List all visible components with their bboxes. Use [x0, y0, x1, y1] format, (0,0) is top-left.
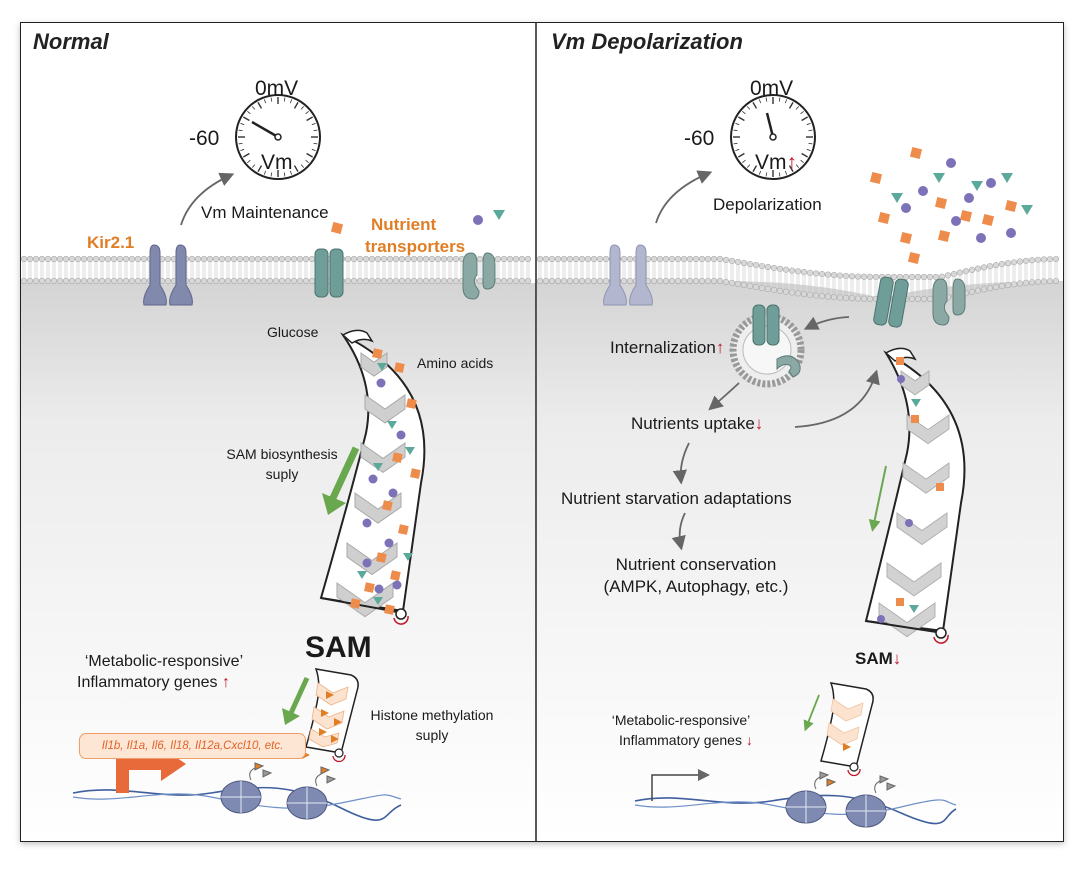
nutrients-uptake-label: Nutrients uptake↓ — [631, 414, 764, 433]
sam-biosynthesis-horn-icon — [319, 329, 426, 625]
metabolic-responsive-label-right: ‘Metabolic-responsive’ — [611, 712, 751, 728]
nucleosome-right-2-icon — [845, 794, 887, 828]
sam-biosynthesis-arrow — [329, 446, 360, 500]
gauge-neg-label-right: -60 — [684, 127, 715, 150]
gauge-vm-label-left: Vm — [261, 151, 293, 174]
histone-arrow-right — [803, 694, 820, 732]
gauge-vm-label-right: Vm↑ — [755, 151, 798, 174]
nutrient-starvation-label: Nutrient starvation adaptations — [561, 489, 792, 508]
horn-molecules-left — [350, 348, 421, 615]
panel-title-depolarization: Vm Depolarization — [551, 29, 743, 54]
transporter-right-2-icon — [932, 278, 966, 326]
inflammatory-genes-label-left: Inflammatory genes ↑ — [77, 674, 230, 691]
glucose-label: Glucose — [267, 324, 319, 340]
dna-strand-left — [72, 786, 402, 821]
histone-arrowhead-left — [282, 708, 300, 725]
gauge-zero-label-left: 0mV — [255, 77, 299, 100]
decrease-arrow-icon: ↓ — [754, 414, 764, 433]
kir21-label: Kir2.1 — [87, 233, 135, 252]
gauge-neg-label-left: -60 — [189, 127, 220, 150]
arrow-to-starvation — [672, 442, 690, 485]
histone-tails-right-icon — [814, 771, 897, 794]
arrow-to-gauge-right — [655, 170, 713, 224]
horn-molecules-right — [877, 357, 944, 623]
nutrient-conservation-label-2: (AMPK, Autophagy, etc.) — [603, 577, 789, 596]
nucleosome-right-1-icon — [785, 790, 827, 824]
histone-methylation-label-1: Histone methylation — [370, 707, 494, 723]
nucleosome-left-2-icon — [286, 786, 328, 820]
nutrient-transporter-2-icon — [462, 252, 496, 300]
transcription-arrow-right-icon — [651, 769, 710, 801]
arrow-to-uptake — [708, 382, 740, 411]
sam-label-left: SAM — [305, 631, 372, 664]
inflammatory-genes-label-right: Inflammatory genes ↓ — [619, 732, 753, 748]
figure-frame: Normal 0mV -60 Vm Vm Maintenance Kir2.1 … — [20, 22, 1064, 842]
sam-biosynthesis-arrow-right — [868, 465, 887, 532]
decrease-arrow-icon: ↓ — [745, 732, 753, 748]
vm-maintenance-label: Vm Maintenance — [201, 203, 329, 222]
sam-label-right: SAM↓ — [855, 649, 902, 668]
voltage-gauge-right-icon — [730, 94, 816, 180]
internalization-vesicle-icon — [729, 304, 805, 388]
molecule-triangle-icon — [493, 210, 505, 220]
sam-biosynthesis-horn-right-icon — [864, 347, 966, 644]
histone-scroll-right-icon — [820, 682, 874, 777]
membrane-left — [21, 255, 532, 285]
sam-biosynthesis-label-1: SAM biosynthesis — [226, 446, 338, 462]
arrow-internalization — [803, 316, 850, 330]
dna-strand-left-b — [72, 793, 402, 809]
gene-list-box: Il1b, Il1a, Il6, Il18, Il12a,Cxcl10, etc… — [79, 733, 306, 759]
kir21-channel-icon — [143, 244, 193, 306]
extracellular-molecules-right — [869, 146, 1033, 265]
increase-arrow-icon: ↑ — [786, 151, 798, 174]
arrow-uptake-to-horn — [794, 369, 880, 428]
nutrient-transporters-label-1: Nutrient — [371, 215, 437, 234]
transporter-right-1-icon — [873, 276, 909, 328]
kir21-channel-faded-icon — [603, 244, 653, 306]
amino-acids-label: Amino acids — [417, 355, 494, 371]
histone-tails-left-icon — [249, 762, 337, 787]
metabolic-responsive-label-left: ‘Metabolic-responsive’ — [84, 653, 244, 670]
nucleosome-left-1-icon — [220, 780, 262, 814]
histone-marks-left — [302, 691, 342, 759]
gauge-zero-label-right: 0mV — [750, 77, 794, 100]
diagram-canvas — [21, 23, 1063, 841]
increase-arrow-icon: ↑ — [715, 338, 725, 357]
nutrient-conservation-label-1: Nutrient conservation — [615, 555, 777, 574]
histone-arrow-left — [288, 676, 310, 715]
arrow-to-conservation — [671, 512, 686, 551]
depolarization-label: Depolarization — [713, 195, 822, 214]
voltage-gauge-left-icon — [235, 94, 321, 180]
decrease-arrow-icon: ↓ — [892, 649, 902, 668]
nutrient-transporters-label-2: transporters — [365, 237, 466, 256]
internalization-label: Internalization↑ — [610, 338, 725, 357]
nutrient-transporter-1-icon — [314, 248, 344, 298]
molecule-square-icon — [330, 221, 344, 235]
molecule-circle-icon — [473, 215, 483, 225]
panel-title-normal: Normal — [33, 29, 109, 54]
increase-arrow-icon: ↑ — [221, 674, 230, 691]
sam-biosynthesis-label-2: suply — [265, 466, 299, 482]
dna-strand-right — [634, 794, 957, 825]
arrow-to-gauge-left — [180, 172, 235, 226]
histone-methylation-label-2: suply — [415, 727, 449, 743]
sam-biosynthesis-arrowhead — [322, 493, 346, 515]
